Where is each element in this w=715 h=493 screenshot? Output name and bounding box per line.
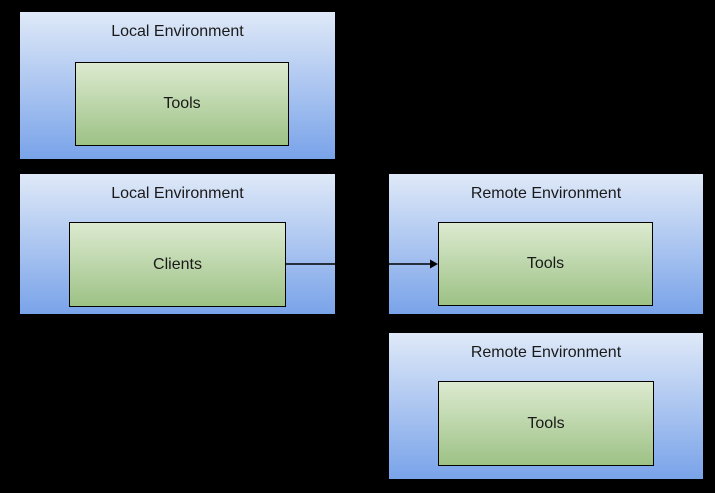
env-title: Remote Environment — [470, 344, 622, 361]
env-title: Local Environment — [111, 23, 244, 40]
env-box-local-clients: Local Environment Clients — [20, 174, 335, 314]
env-box-remote-tools-1: Remote Environment Tools — [389, 174, 703, 314]
node-tools: Tools — [438, 222, 653, 306]
env-title: Local Environment — [111, 185, 244, 202]
arrow-clients-to-remote-tools — [286, 259, 438, 269]
node-clients: Clients — [69, 222, 286, 307]
node-tools: Tools — [438, 381, 654, 466]
env-box-local-tools: Local Environment Tools — [20, 12, 335, 159]
env-title: Remote Environment — [470, 185, 622, 202]
arrowhead-icon — [430, 259, 438, 269]
node-tools: Tools — [75, 62, 289, 146]
env-box-remote-tools-2: Remote Environment Tools — [389, 333, 703, 479]
